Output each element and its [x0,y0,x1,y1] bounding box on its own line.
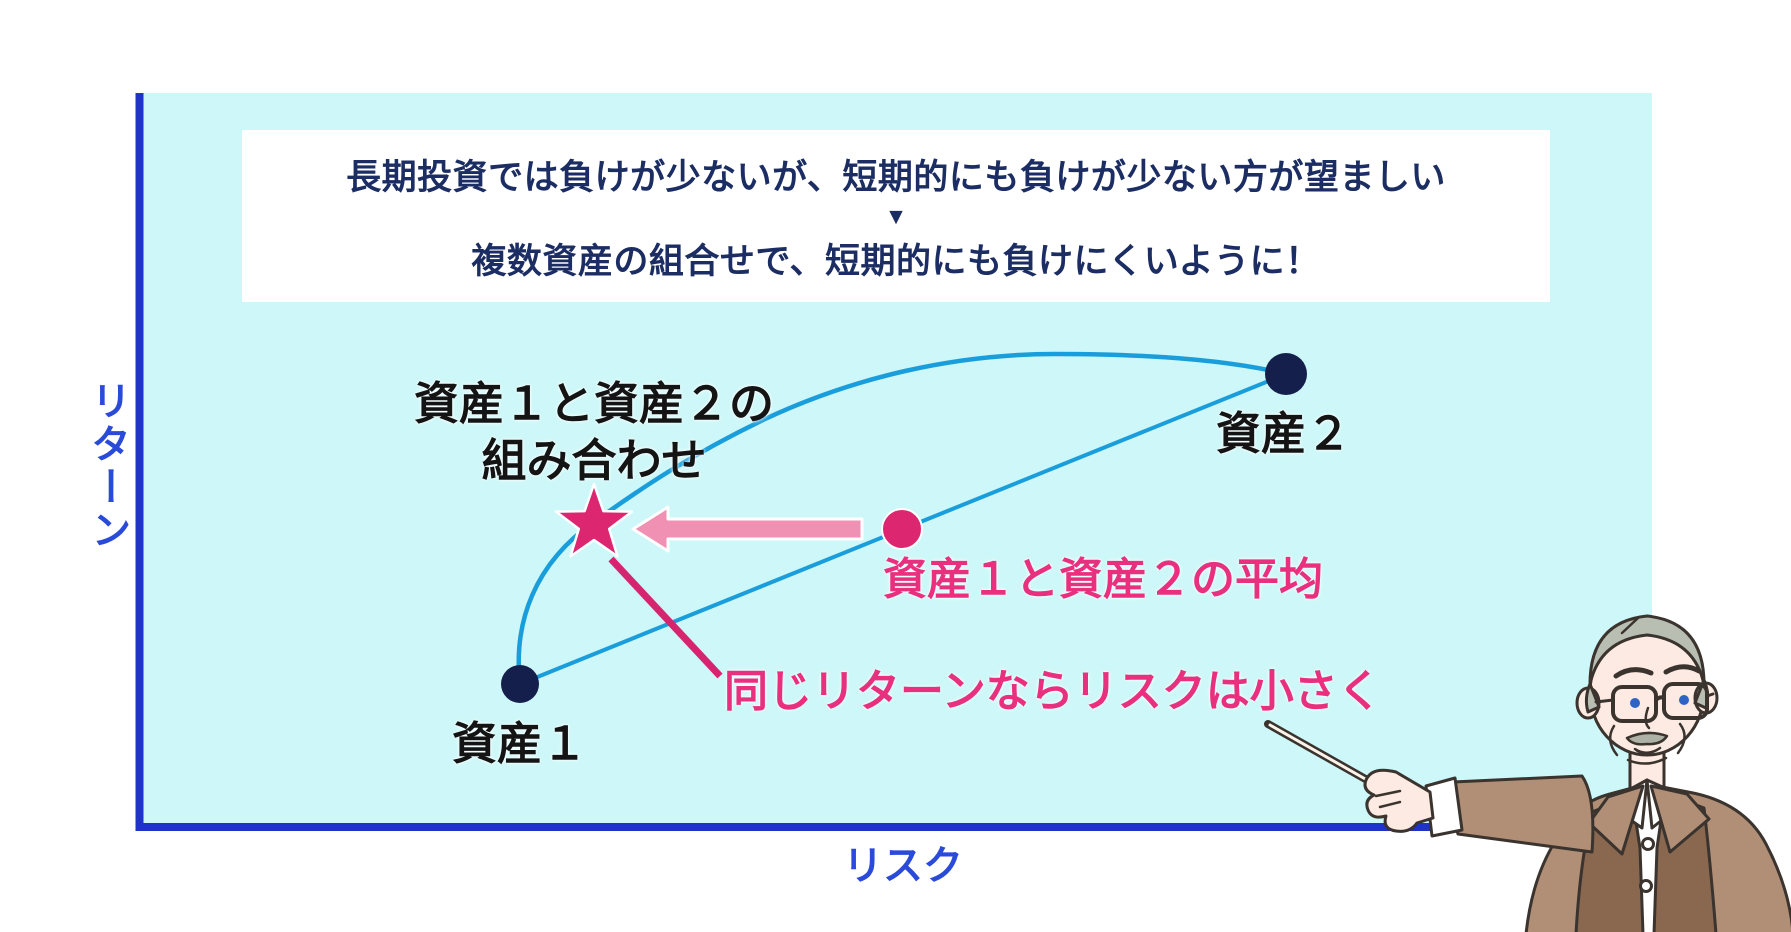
y-axis-label: リターン [85,380,130,552]
combination-label-line1: 資産１と資産２の [413,378,774,429]
combination-label-line2: 組み合わせ [481,434,707,486]
smile-crease [1676,722,1686,755]
professor-vest [1651,791,1718,932]
title-callout-box: 長期投資では負けが少ないが、短期的にも負けが少ない方が望ましい ▼ 複数資産の組… [242,130,1550,302]
combination-label: 資産１と資産２の 組み合わせ [344,376,844,489]
glasses-bridge [1654,695,1666,702]
title-line-1: 長期投資では負けが少ないが、短期的にも負けが少ない方が望ましい [346,157,1446,197]
professor-eyebrow [1663,664,1702,675]
jacket-lapel [1649,784,1711,854]
shirt-button [1639,879,1653,893]
asset2-label: 資産２ [1216,408,1352,459]
asset1-label: 資産１ [452,718,588,769]
title-line-2: 複数資産の組合せで、短期的にも負けにくいように！ [471,241,1321,281]
down-triangle-icon: ▼ [884,202,908,229]
professor-ear [1693,681,1719,715]
average-label: 資産１と資産２の平均 [883,555,1323,604]
shirt-button [1641,837,1655,851]
same-return-note: 同じリターンならリスクは小さく [724,667,1382,716]
x-axis-label: リスク [843,844,963,888]
professor-hair [1693,678,1710,710]
glasses-icon [1662,682,1709,720]
professor-eye [1679,695,1689,705]
